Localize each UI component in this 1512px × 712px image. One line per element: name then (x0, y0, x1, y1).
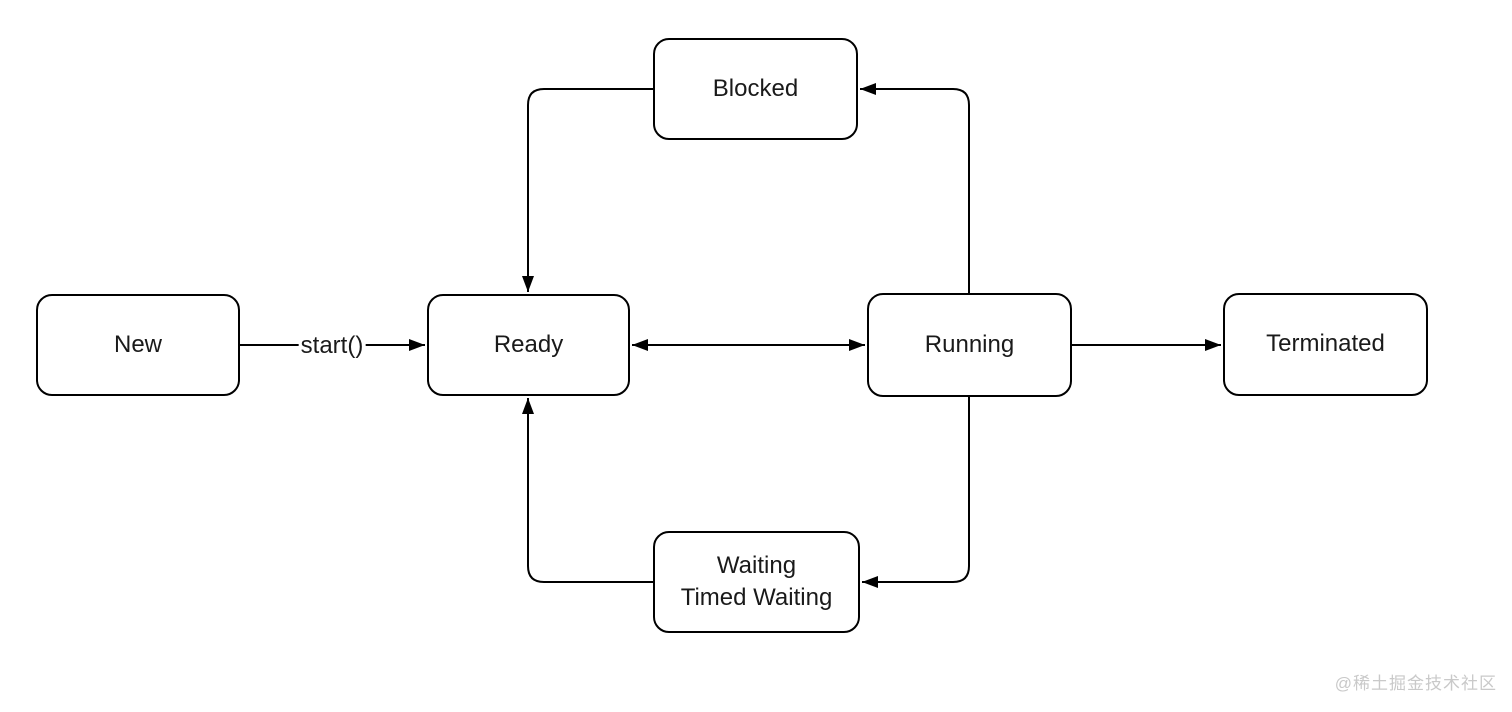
watermark: @稀土掘金技术社区 (1334, 674, 1497, 693)
node-new-label: New (113, 330, 162, 358)
edge-running-blocked (860, 83, 970, 293)
node-terminated: Terminated (1223, 293, 1428, 396)
node-running-label: Running (924, 330, 1015, 358)
node-ready-label: Ready (493, 330, 564, 358)
node-waiting-timed-waiting: Waiting Timed Waiting (653, 531, 860, 633)
edge-running-waiting (862, 397, 970, 588)
edge-blocked-ready (522, 88, 653, 292)
node-blocked: Blocked (653, 38, 858, 140)
node-waiting-timed-waiting-label: Waiting Timed Waiting (680, 551, 833, 611)
edge-waiting-ready (522, 398, 653, 583)
node-terminated-label: Terminated (1266, 330, 1385, 358)
node-running: Running (867, 293, 1072, 397)
node-blocked-label: Blocked (712, 74, 799, 102)
node-ready: Ready (427, 294, 630, 396)
edge-label-start: start() (298, 332, 366, 360)
node-new: New (36, 294, 240, 396)
